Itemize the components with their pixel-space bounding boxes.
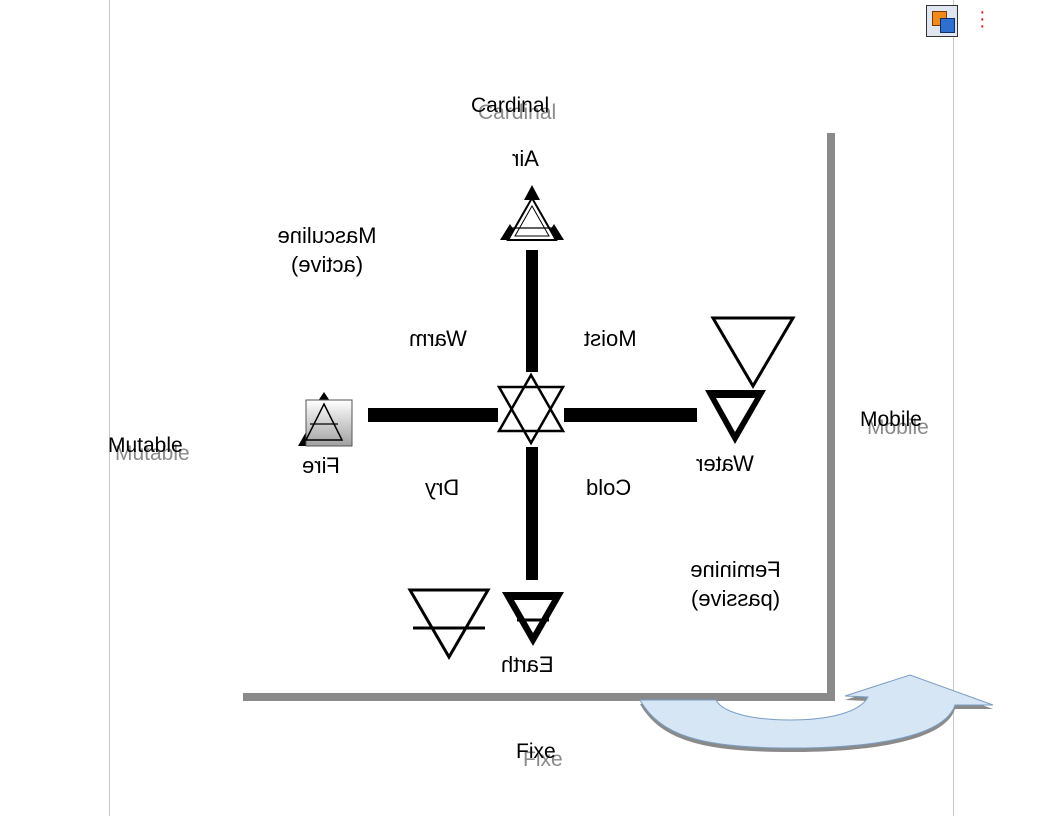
layers-icon-front (940, 18, 955, 33)
feminine-line1: Feminine (690, 557, 781, 582)
fixe-label: Fixe (516, 740, 556, 763)
cold-label: Cold (586, 475, 632, 500)
page-border-left (109, 0, 110, 816)
fire-symbol-icon (298, 392, 353, 447)
feminine-line2: (passive) (690, 586, 781, 611)
cross-bars (368, 250, 697, 580)
layers-icon[interactable] (926, 5, 958, 37)
cardinal-label-shadow: Cardinal (478, 101, 557, 124)
mutable-label-shadow: Mutable (115, 442, 190, 465)
fire-label: Fire (302, 453, 340, 478)
frame (243, 133, 835, 701)
page-border-right (953, 0, 954, 816)
cardinal-label: Cardinal (471, 94, 550, 117)
hexagram-icon (496, 372, 566, 446)
air-symbol-icon (500, 185, 564, 241)
masculine-line2: (active) (290, 252, 364, 277)
moist-label: Moist (584, 326, 637, 351)
water-outline-triangle-icon (710, 316, 796, 389)
air-label: Air (512, 146, 539, 171)
masculine-line1: Masculine (277, 223, 377, 248)
warm-label: Warm (409, 326, 467, 351)
masculine-label: Masculine (active) (263, 221, 391, 279)
dry-label: Dry (425, 475, 460, 500)
kebab-menu-icon[interactable]: ··· (979, 1, 986, 37)
water-symbol-icon (705, 390, 766, 444)
water-label: Water (696, 451, 754, 476)
mobile-label: Mobile (860, 408, 922, 431)
earth-symbol-icon (502, 592, 564, 646)
curved-arrow (639, 674, 994, 752)
earth-outline-triangle-icon (407, 588, 491, 660)
feminine-label: Feminine (passive) (677, 555, 794, 613)
fixe-label-shadow: Fixe (523, 748, 563, 771)
mutable-label: Mutable (108, 434, 183, 457)
mobile-label-shadow: Mobile (867, 416, 929, 439)
earth-label: Earth (501, 652, 554, 677)
